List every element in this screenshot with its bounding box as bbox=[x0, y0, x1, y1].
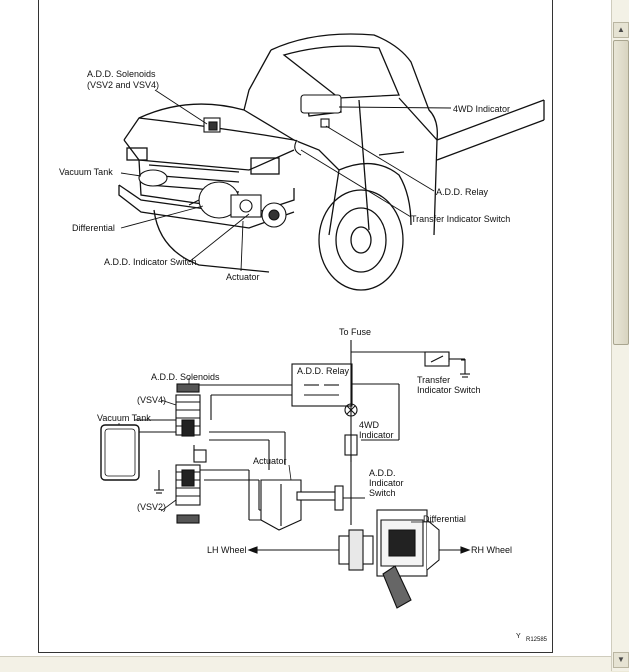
truck-components bbox=[138, 94, 342, 228]
label-bottom-switch-2: Indicator bbox=[369, 478, 404, 488]
label-lh-wheel: LH Wheel bbox=[207, 545, 247, 555]
bottom-labels: To Fuse A.D.D. Solenoids A.D.D. Relay Tr… bbox=[97, 327, 548, 643]
label-4wd-indicator: 4WD Indicator bbox=[453, 104, 510, 114]
label-bottom-actuator: Actuator bbox=[253, 456, 287, 466]
footer-mark: Y bbox=[516, 633, 521, 640]
top-leader-lines bbox=[120, 89, 452, 272]
differential-schematic bbox=[338, 509, 440, 609]
footer-code: R12585 bbox=[526, 637, 548, 643]
label-transfer: Transfer bbox=[417, 375, 450, 385]
label-bottom-relay: A.D.D. Relay bbox=[297, 366, 350, 376]
vacuum-tank bbox=[100, 424, 140, 481]
schematic-wiring bbox=[134, 340, 471, 554]
vertical-scrollbar[interactable]: ▲ ▼ bbox=[611, 0, 629, 671]
label-actuator: Actuator bbox=[226, 272, 260, 282]
scroll-thumb[interactable] bbox=[613, 40, 629, 345]
truck-illustration bbox=[118, 33, 545, 291]
manual-illustration: A.D.D. Solenoids (VSV2 and VSV4) 4WD Ind… bbox=[59, 33, 548, 643]
label-add-relay: A.D.D. Relay bbox=[436, 187, 489, 197]
label-differential: Differential bbox=[72, 223, 115, 233]
label-bottom-solenoids: A.D.D. Solenoids bbox=[151, 372, 220, 382]
label-vsv2: (VSV2) bbox=[137, 502, 166, 512]
horizontal-scrollbar-track[interactable] bbox=[0, 656, 611, 672]
label-vsv4: (VSV4) bbox=[137, 395, 166, 405]
label-bottom-4wd-sub: Indicator bbox=[359, 430, 394, 440]
label-bottom-differential: Differential bbox=[423, 514, 466, 524]
label-solenoids-sub: (VSV2 and VSV4) bbox=[87, 80, 159, 90]
document-viewport: A.D.D. Solenoids (VSV2 and VSV4) 4WD Ind… bbox=[0, 0, 611, 671]
scroll-down-button[interactable]: ▼ bbox=[613, 652, 629, 668]
manual-page: A.D.D. Solenoids (VSV2 and VSV4) 4WD Ind… bbox=[38, 0, 553, 653]
label-bottom-vacuum-tank: Vacuum Tank bbox=[97, 413, 151, 423]
label-transfer-switch: Transfer Indicator Switch bbox=[411, 214, 510, 224]
solenoid-stack bbox=[175, 383, 207, 524]
label-indicator-switch: A.D.D. Indicator Switch bbox=[104, 257, 197, 267]
actuator-schematic bbox=[260, 479, 365, 531]
top-labels: A.D.D. Solenoids (VSV2 and VSV4) 4WD Ind… bbox=[59, 69, 510, 282]
label-to-fuse: To Fuse bbox=[339, 327, 371, 337]
label-vacuum-tank: Vacuum Tank bbox=[59, 167, 113, 177]
label-solenoids: A.D.D. Solenoids bbox=[87, 69, 156, 79]
label-bottom-4wd: 4WD bbox=[359, 420, 380, 430]
label-transfer-sub: Indicator Switch bbox=[417, 385, 481, 395]
scroll-up-button[interactable]: ▲ bbox=[613, 22, 629, 38]
label-bottom-switch-3: Switch bbox=[369, 488, 396, 498]
bottom-leader-lines bbox=[118, 378, 434, 523]
label-rh-wheel: RH Wheel bbox=[471, 545, 512, 555]
label-bottom-switch-1: A.D.D. bbox=[369, 468, 396, 478]
